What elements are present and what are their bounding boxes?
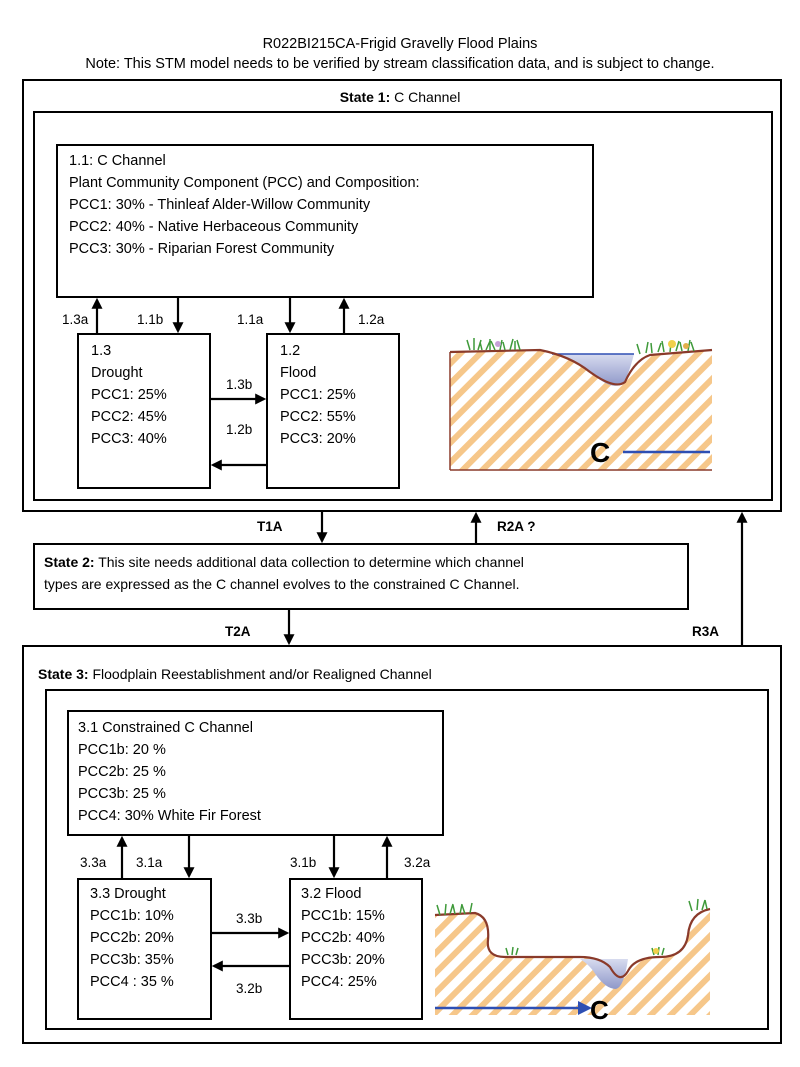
constrained-c-channel-illustration: C (430, 895, 720, 1025)
c-channel-label: C (590, 437, 610, 468)
constrained-c-channel-label: C (590, 995, 609, 1025)
c-channel-illustration: C (440, 330, 720, 480)
